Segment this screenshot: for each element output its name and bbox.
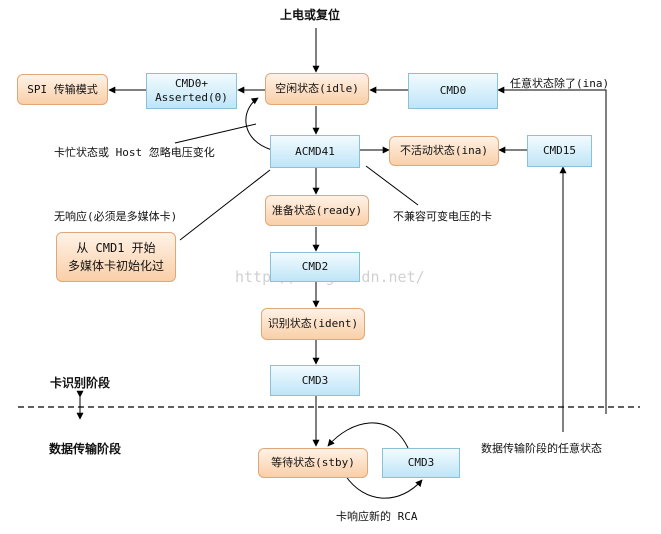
callout-no-response (179, 169, 271, 241)
arrow-cmd3-to-stby-loop (327, 422, 409, 449)
cmd3-bottom-label: CMD3 (407, 456, 435, 469)
cmd3-top-box: CMD3 (270, 365, 360, 396)
incompatible-voltage-label: 不兼容可变电压的卡 (393, 210, 492, 223)
ready-state-box: 准备状态(ready) (265, 195, 369, 226)
cmd2-label: CMD2 (301, 260, 329, 273)
power-on-label: 上电或复位 (280, 8, 341, 22)
acmd41-label: ACMD41 (295, 144, 335, 158)
cmd15-label: CMD15 (542, 144, 577, 157)
cmd0-asserted-line2: Asserted(0) (155, 91, 228, 104)
acmd41-box: ACMD41 (270, 135, 360, 168)
cmd0-box: CMD0 (408, 73, 498, 109)
idle-state-label: 空闲状态(idle) (275, 82, 359, 95)
cmd3-bottom-box: CMD3 (382, 448, 460, 478)
callout-busy-note (174, 123, 257, 144)
cmd15-box: CMD15 (527, 135, 592, 167)
cmd0-asserted-box: CMD0+ Asserted(0) (146, 73, 237, 109)
idle-state-box: 空闲状态(idle) (265, 73, 369, 105)
stby-state-box: 等待状态(stby) (258, 448, 368, 478)
arrow-any-state-to-cmd0 (497, 86, 607, 414)
mmc-init-line1: 从 CMD1 开始 (76, 241, 156, 255)
mmc-init-line2: 多媒体卡初始化过 (67, 259, 164, 273)
stby-state-label: 等待状态(stby) (271, 456, 355, 469)
any-state-except-label: 任意状态除了(ina) (510, 77, 610, 90)
spi-mode-label: SPI 传输模式 (27, 82, 98, 96)
cmd0-asserted-line1: CMD0+ (174, 77, 209, 90)
arrow-stby-to-cmd3 (344, 474, 423, 499)
busy-note-label: 卡忙状态或 Host 忽略电压变化 (54, 146, 215, 159)
new-rca-label: 卡响应新的 RCA (336, 510, 418, 523)
cmd3-top-label: CMD3 (301, 373, 329, 387)
any-data-state-label: 数据传输阶段的任意状态 (481, 442, 602, 455)
data-phase-label: 数据传输阶段 (49, 442, 122, 456)
ident-state-label: 识别状态(ident) (267, 317, 359, 330)
inactive-state-label: 不活动状态(ina) (399, 144, 489, 157)
cmd0-label: CMD0 (439, 84, 467, 97)
inactive-state-box: 不活动状态(ina) (389, 136, 499, 166)
no-response-label: 无响应(必须是多媒体卡) (54, 210, 178, 223)
card-id-phase-label: 卡识别阶段 (50, 376, 111, 390)
ready-state-label: 准备状态(ready) (271, 203, 363, 217)
arrow-busy-loop (245, 97, 273, 151)
mmc-init-box: 从 CMD1 开始 多媒体卡初始化过 (56, 232, 176, 282)
cmd2-box: CMD2 (270, 252, 360, 282)
callout-incompatible (365, 165, 419, 206)
spi-mode-box: SPI 传输模式 (17, 74, 108, 105)
ident-state-box: 识别状态(ident) (261, 308, 365, 340)
